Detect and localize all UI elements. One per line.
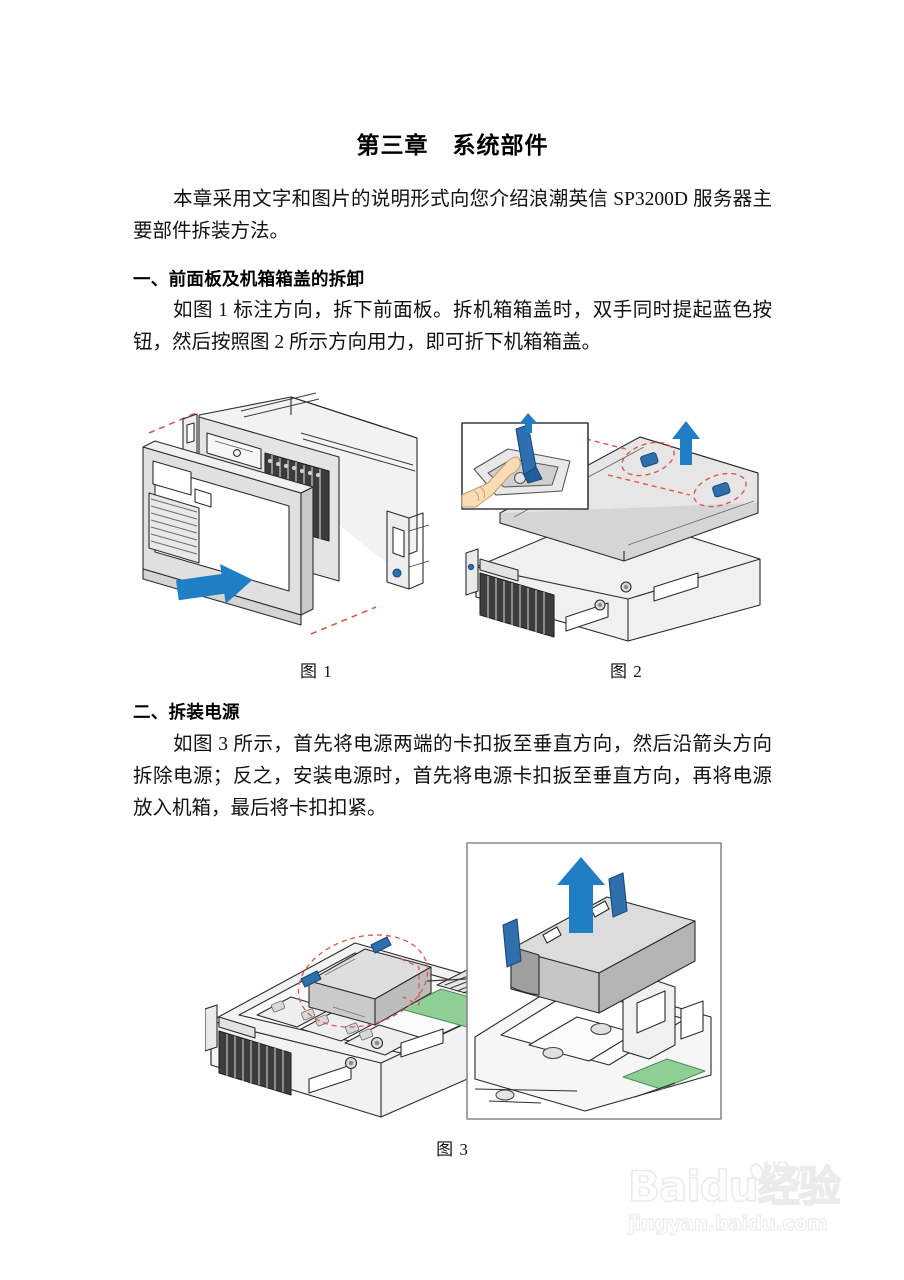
cover-latch-buttons [640,452,731,498]
page-title: 第三章 系统部件 [356,133,549,159]
rack-ear-right [386,510,430,591]
open-chassis [205,934,532,1118]
alignment-guide-red [148,412,377,636]
chassis-cover [499,436,759,563]
section-heading-2: 二、拆装电源 [133,703,240,724]
section-paragraph-2: 如图 3 所示，首先将电源两端的卡扣扳至垂直方向，然后沿箭头方向拆除电源；反之，… [133,734,772,820]
watermark-brand: Baidu经验 [627,1162,883,1211]
figure-2-caption: 图 2 [610,662,643,682]
detail-leader-line [426,978,468,982]
power-supply-latches [300,936,392,988]
section-heading-1: 一、前面板及机箱箱盖的拆卸 [133,269,365,290]
figure-1-caption: 图 1 [300,662,333,682]
watermark-bai: Bai [627,1162,701,1211]
section-paragraph-1: 如图 1 标注方向，拆下前面板。拆机箱箱盖时，双手同时提起蓝色按钮，然后按照图 … [133,300,772,354]
figure-2-image [461,413,761,643]
remove-direction-arrow [557,857,605,934]
page-content: 第三章 系统部件 本章采用文字和图片的说明形式向您介绍浪潮英信 SP3200D … [133,0,772,1159]
front-drive-bays-fig2 [479,572,555,639]
watermark-url: jingyan.baidu.com [627,1210,828,1235]
figure-row-3 [133,839,772,1131]
rack-ear-left [182,413,198,460]
power-supply-installed [308,948,432,1026]
figure-3-image [205,842,722,1121]
figure-3-caption-row: 图 3 [133,1131,772,1159]
baidu-paw-icon [750,1161,800,1184]
hand-press-inset [461,413,589,511]
front-drive-bays-fig3 [218,1030,292,1096]
figure-3-caption: 图 3 [436,1140,469,1160]
figure-row-1-2 [133,391,772,653]
module-latches [502,872,628,968]
figure-captions-row: 图 1 图 2 [133,653,772,681]
pull-direction-arrow [175,564,253,605]
watermark-cn: 经验 [757,1162,842,1211]
baidu-watermark: Baidu经验 jingyan.baidu.com [627,1161,883,1237]
watermark-du: du [699,1162,760,1211]
power-supply-detail-inset [466,842,722,1121]
latch-callout-red [585,438,747,508]
figure-1-image [142,392,430,636]
intro-paragraph: 本章采用文字和图片的说明形式向您介绍浪潮英信 SP3200D 服务器主要部件拆装… [133,188,772,242]
